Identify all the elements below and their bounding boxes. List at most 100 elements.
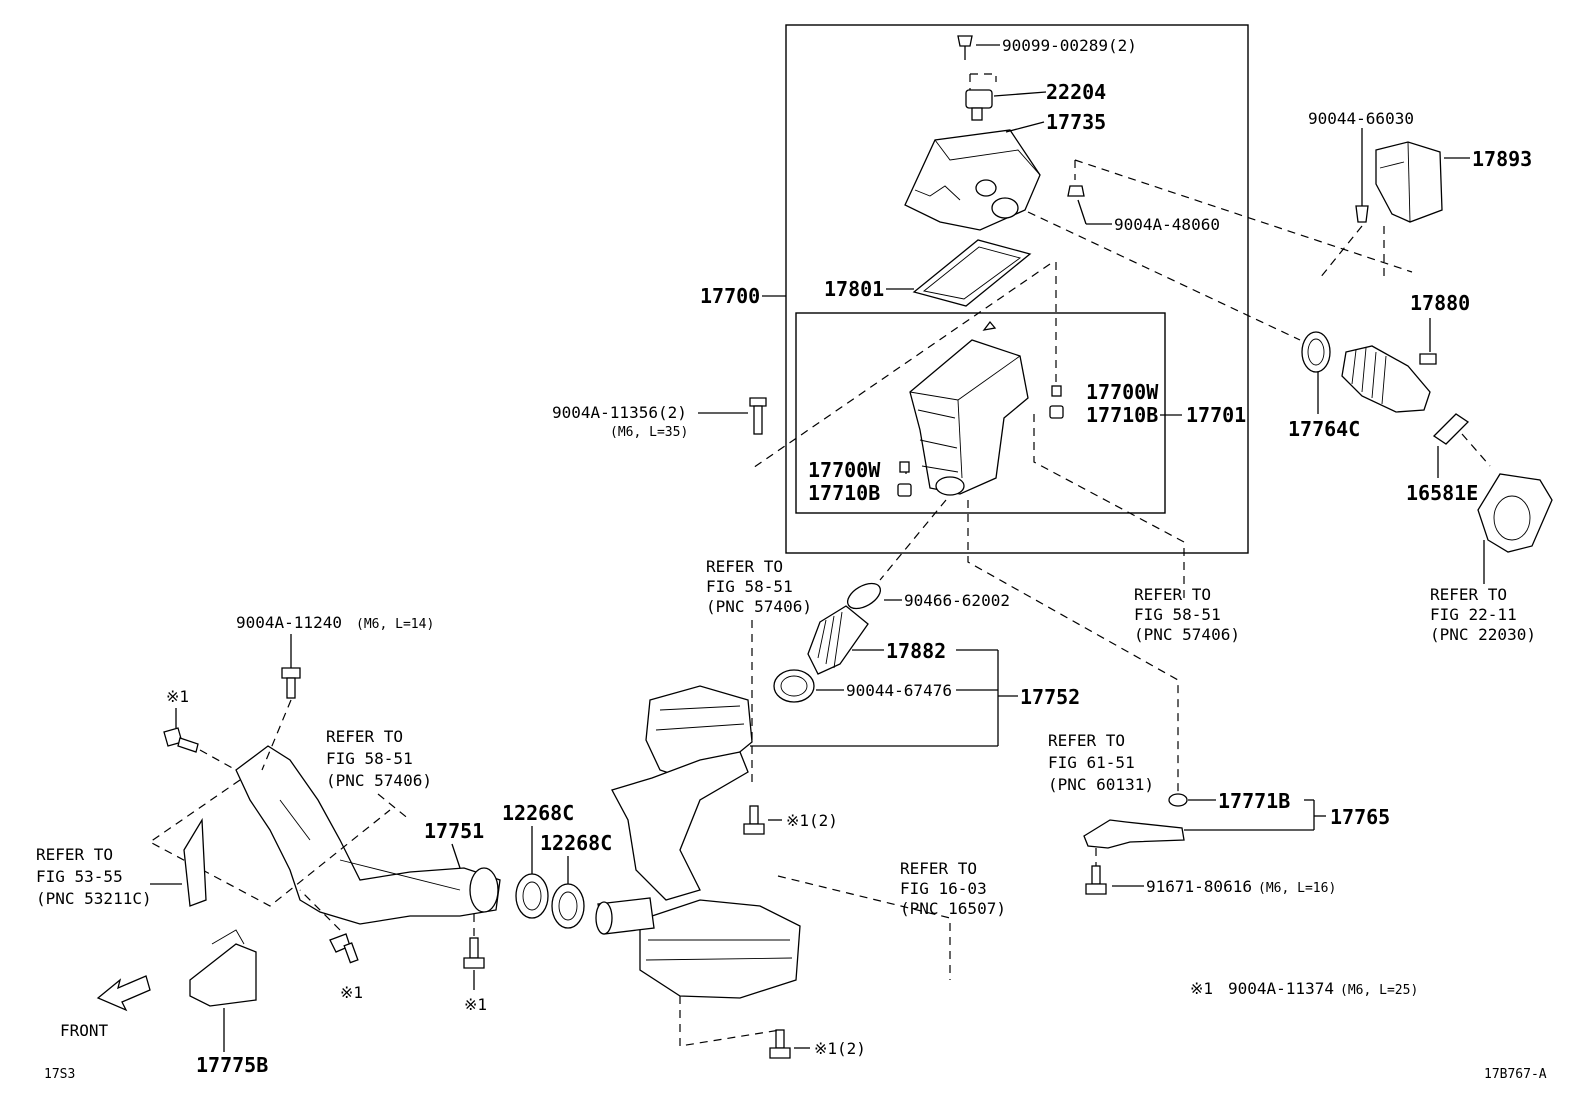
footnote-mark: ※1 xyxy=(1190,979,1213,998)
label-12268c-right: 12268C xyxy=(540,831,612,855)
label-mark1-lower-middle: ※1 xyxy=(464,995,487,1014)
clamp-12268c-right xyxy=(551,883,585,929)
label-mark1-left-top: ※1 xyxy=(166,687,189,706)
svg-text:REFER TO: REFER TO xyxy=(1430,585,1507,604)
ref-fig-61-51: REFER TO FIG 61-51 (PNC 60131) xyxy=(1048,731,1154,794)
label-22204: 22204 xyxy=(1046,80,1106,104)
svg-text:FIG 58-51: FIG 58-51 xyxy=(1134,605,1221,624)
label-90044-66030: 90044-66030 xyxy=(1308,109,1414,128)
air-cleaner-assembly-frame xyxy=(785,24,1249,554)
intake-duct-17752 xyxy=(595,685,801,999)
ref-fig-58-51-center: REFER TO FIG 58-51 (PNC 57406) xyxy=(706,557,812,616)
bolt-mark1-center-lower xyxy=(769,1029,791,1059)
label-17710b-left: 17710B xyxy=(808,481,880,505)
label-17775b: 17775B xyxy=(196,1053,268,1077)
svg-text:REFER TO: REFER TO xyxy=(326,727,403,746)
resonator-17893 xyxy=(1375,141,1443,223)
label-17735: 17735 xyxy=(1046,110,1106,134)
label-12268c-left: 12268C xyxy=(502,801,574,825)
label-17882: 17882 xyxy=(886,639,946,663)
label-17751: 17751 xyxy=(424,819,484,843)
bolt-mark1-left-top xyxy=(163,727,199,753)
svg-text:(PNC 53211C): (PNC 53211C) xyxy=(36,889,152,908)
label-17801: 17801 xyxy=(824,277,884,301)
svg-text:FIG 58-51: FIG 58-51 xyxy=(706,577,793,596)
svg-text:FIG 61-51: FIG 61-51 xyxy=(1048,753,1135,772)
svg-text:(PNC 57406): (PNC 57406) xyxy=(706,597,812,616)
label-90466-62002: 90466-62002 xyxy=(904,591,1010,610)
svg-text:REFER TO: REFER TO xyxy=(1134,585,1211,604)
ref-fig-58-51-right: REFER TO FIG 58-51 (PNC 57406) xyxy=(1134,585,1240,644)
grommet-17700w-right xyxy=(1051,385,1062,397)
air-cleaner-case-frame xyxy=(795,312,1166,514)
bolt-9004a-11240 xyxy=(281,667,301,699)
label-91671-80616-spec: (M6, L=16) xyxy=(1258,881,1336,896)
footnote-spec: (M6, L=25) xyxy=(1340,983,1418,998)
ref-fig-22-11: REFER TO FIG 22-11 (PNC 22030) xyxy=(1430,585,1536,644)
air-cleaner-cap xyxy=(904,129,1041,231)
bracket-53211c xyxy=(183,817,207,907)
bracket-17765 xyxy=(1083,819,1185,849)
clip-90044-66030 xyxy=(1355,205,1369,223)
grommet-17710b-right xyxy=(1049,405,1064,419)
label-90044-67476: 90044-67476 xyxy=(846,681,952,700)
svg-text:(PNC 57406): (PNC 57406) xyxy=(326,771,432,790)
svg-text:(PNC 22030): (PNC 22030) xyxy=(1430,625,1536,644)
svg-text:REFER TO: REFER TO xyxy=(706,557,783,576)
front-arrow-icon xyxy=(96,975,151,1012)
air-filter-element xyxy=(912,239,1032,307)
svg-text:REFER TO: REFER TO xyxy=(900,859,977,878)
svg-text:(PNC 60131): (PNC 60131) xyxy=(1048,775,1154,794)
label-17765: 17765 xyxy=(1330,805,1390,829)
label-9004a-48060: 9004A-48060 xyxy=(1114,215,1220,234)
label-91671-80616: 91671-80616 xyxy=(1146,877,1252,896)
label-mark1-lower-left: ※1 xyxy=(340,983,363,1002)
label-front: FRONT xyxy=(60,1021,109,1040)
footnote-part: 9004A-11374 xyxy=(1228,979,1334,998)
clamp-17764c xyxy=(1301,331,1331,373)
bolt-mark1-center-upper xyxy=(743,805,765,835)
svg-text:(PNC 57406): (PNC 57406) xyxy=(1134,625,1240,644)
grommet-17700w-left xyxy=(899,461,910,473)
bolt-9004a-11356 xyxy=(749,397,767,435)
label-17764c: 17764C xyxy=(1288,417,1360,441)
label-17700: 17700 xyxy=(700,284,760,308)
intake-hose-17880 xyxy=(1341,345,1437,413)
code-left: 17S3 xyxy=(44,1067,75,1082)
clamp-12268c-left xyxy=(515,873,549,919)
label-17880: 17880 xyxy=(1410,291,1470,315)
svg-text:FIG 58-51: FIG 58-51 xyxy=(326,749,413,768)
svg-text:FIG 53-55: FIG 53-55 xyxy=(36,867,123,886)
svg-text:FIG 22-11: FIG 22-11 xyxy=(1430,605,1517,624)
label-90099-00289: 90099-00289(2) xyxy=(1002,36,1137,55)
bolt-mark1-lower-left xyxy=(329,933,359,964)
label-mark1-2-upper: ※1(2) xyxy=(786,811,838,830)
label-9004a-11240-spec: (M6, L=14) xyxy=(356,617,434,632)
ref-fig-58-51-left: REFER TO FIG 58-51 (PNC 57406) xyxy=(326,727,432,790)
label-17893: 17893 xyxy=(1472,147,1532,171)
label-17700w-right: 17700W xyxy=(1086,380,1159,404)
gasket-16581e xyxy=(1432,413,1470,445)
air-cleaner-case xyxy=(909,320,1029,496)
throttle-body xyxy=(1477,473,1553,553)
ring-90466-62002 xyxy=(846,582,882,610)
grommet-17710b-left xyxy=(897,483,912,497)
label-9004a-11240: 9004A-11240 xyxy=(236,613,342,632)
nut-17771b xyxy=(1168,793,1188,807)
ref-fig-53-55: REFER TO FIG 53-55 (PNC 53211C) xyxy=(36,845,152,908)
clip-90099-00289 xyxy=(957,35,973,60)
mass-air-flow-sensor xyxy=(965,89,993,121)
ref-fig-16-03: REFER TO FIG 16-03 (PNC 16507) xyxy=(900,859,1006,918)
label-17771b: 17771B xyxy=(1218,789,1290,813)
label-9004a-11356-spec: (M6, L=35) xyxy=(610,425,688,440)
label-mark1-2-lower: ※1(2) xyxy=(814,1039,866,1058)
bracket-17775b xyxy=(189,929,257,1007)
label-17710b-right: 17710B xyxy=(1086,403,1158,427)
bolt-mark1-lower-middle xyxy=(463,937,485,969)
svg-text:FIG 16-03: FIG 16-03 xyxy=(900,879,987,898)
clip-9004a-48060 xyxy=(1067,185,1085,197)
clamp-90044-67476 xyxy=(773,669,815,703)
label-16581e: 16581E xyxy=(1406,481,1478,505)
label-17700w-left: 17700W xyxy=(808,458,881,482)
